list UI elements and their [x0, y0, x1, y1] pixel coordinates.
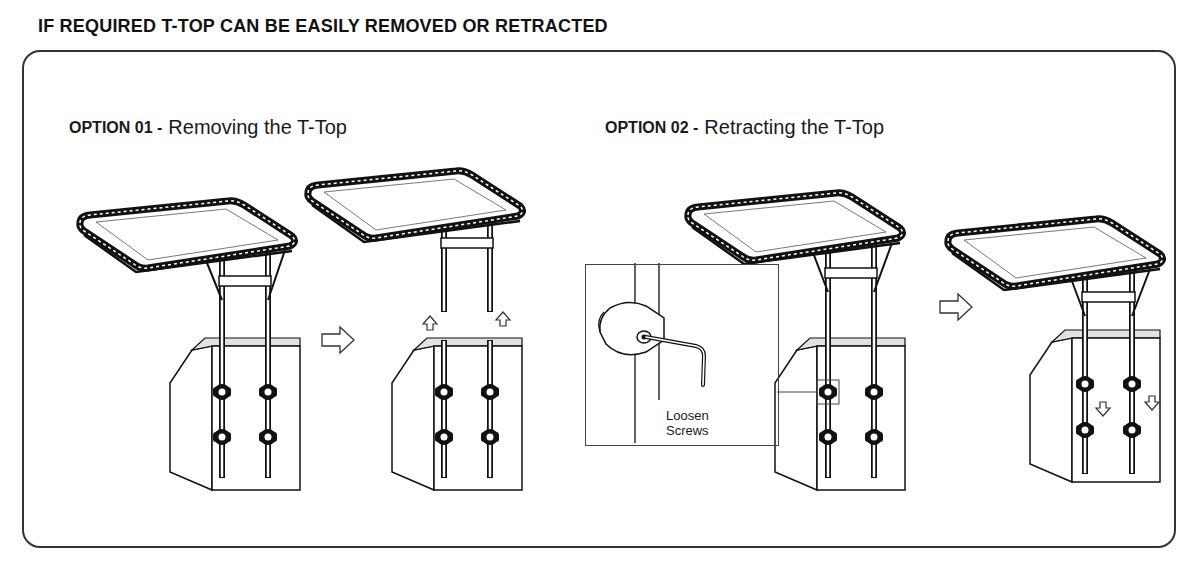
pole-highlight: [489, 221, 492, 311]
step-arrow: [322, 327, 354, 353]
crossbar: [1082, 292, 1135, 302]
option-number: OPTION 02 -: [605, 119, 698, 137]
clamp: [435, 384, 453, 400]
pole-highlight: [1084, 273, 1087, 473]
clamp: [1076, 422, 1094, 438]
console: [1030, 330, 1160, 482]
up-arrow: [496, 312, 510, 326]
instruction-label: Loosen Screws: [666, 409, 714, 439]
brace: [874, 243, 892, 292]
option-title: Removing the T-Top: [168, 116, 347, 139]
option-title: Retracting the T-Top: [704, 116, 884, 139]
crossbar: [825, 268, 877, 278]
clamp: [1123, 376, 1141, 392]
pole: [487, 340, 493, 478]
down-arrow: [1096, 402, 1110, 416]
clamp: [819, 384, 837, 400]
brace: [1132, 269, 1150, 316]
console: [392, 338, 522, 490]
console: [170, 338, 300, 490]
clamp: [481, 384, 499, 400]
option-number: OPTION 01 -: [69, 119, 162, 137]
clamp: [481, 429, 499, 445]
pole: [441, 340, 447, 478]
clamp: [1123, 422, 1141, 438]
detail-leader: [777, 392, 817, 393]
clamp: [213, 384, 231, 400]
up-arrow: [423, 316, 437, 330]
canopy: [688, 193, 903, 264]
detail-marker: [817, 380, 839, 404]
clamp: [435, 429, 453, 445]
clamp: [865, 429, 883, 445]
clamp: [259, 384, 277, 400]
clamp: [259, 429, 277, 445]
pole-highlight: [443, 341, 446, 477]
brace: [812, 250, 828, 292]
crossbar: [219, 276, 271, 286]
canopy: [948, 219, 1163, 290]
step-arrow: [940, 294, 972, 320]
t-top-illustration: [80, 171, 1163, 490]
clamp: [819, 429, 837, 445]
pole: [487, 220, 493, 312]
pole-highlight: [489, 341, 492, 477]
console: [775, 338, 905, 490]
clamp: [865, 384, 883, 400]
clamp: [213, 429, 231, 445]
down-arrow: [1145, 396, 1159, 410]
clamp: [1076, 376, 1094, 392]
canopy: [308, 171, 523, 242]
detail-inset: Loosen Screws: [585, 264, 779, 446]
panel: OPTION 01 - Removing the T-Top OPTION 02 -…: [22, 50, 1176, 548]
crossbar: [441, 238, 493, 248]
brace: [205, 258, 222, 300]
pole: [441, 224, 447, 312]
page-title: IF REQUIRED T-TOP CAN BE EASILY REMOVED …: [38, 16, 608, 37]
brace: [268, 250, 285, 300]
canopy: [80, 201, 295, 272]
